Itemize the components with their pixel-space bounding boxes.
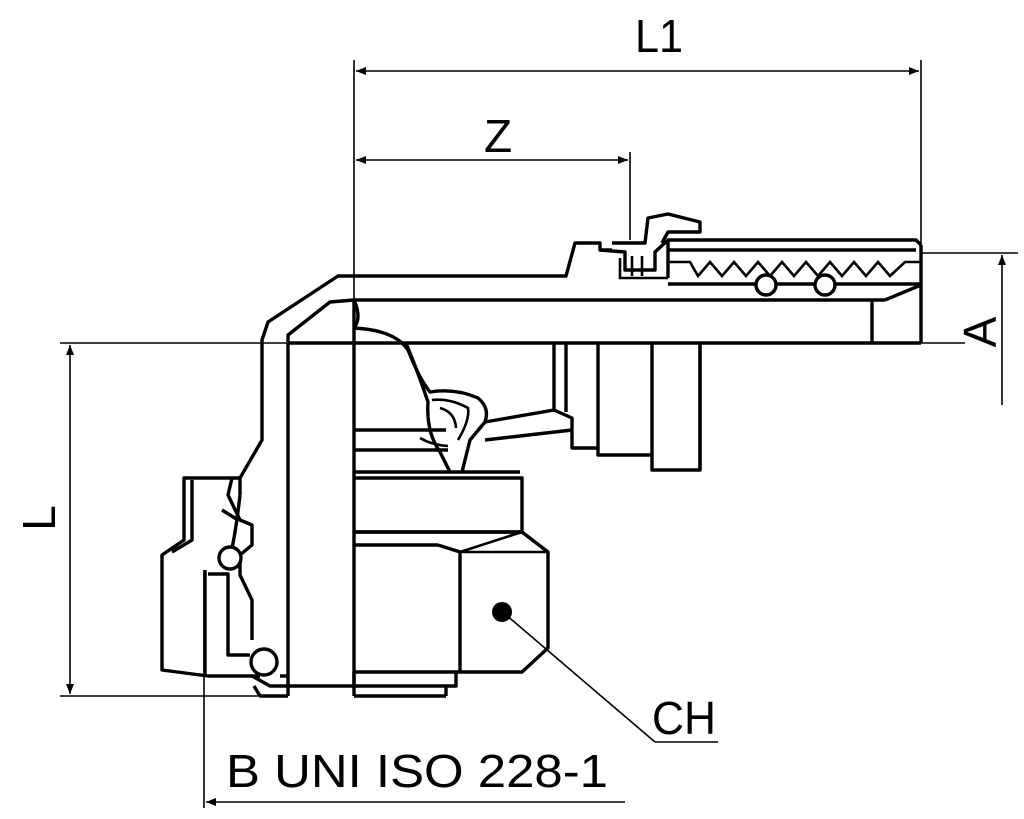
label-ch: CH	[652, 692, 716, 744]
label-l: L	[13, 505, 65, 531]
elbow-body	[238, 274, 573, 696]
spigot-body	[354, 241, 923, 345]
leader-ch	[492, 602, 718, 743]
label-thread: B UNI ISO 228-1	[226, 745, 608, 797]
label-z: Z	[484, 110, 512, 162]
hex-nut	[352, 476, 550, 698]
label-l1: L1	[635, 10, 683, 62]
press-sleeve	[599, 212, 923, 297]
dimension-l	[60, 342, 300, 697]
dimension-z	[356, 152, 631, 240]
label-a: A	[954, 316, 1006, 347]
pipe-collar	[552, 343, 702, 472]
dimension-l1	[353, 60, 922, 300]
left-coupling	[160, 476, 354, 698]
